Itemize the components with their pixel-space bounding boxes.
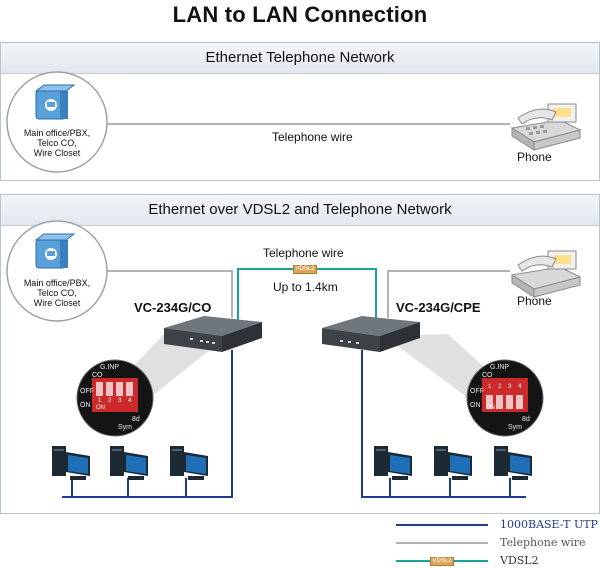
section-header: Ethernet Telephone Network xyxy=(1,43,599,74)
dip-number: 3 xyxy=(508,384,512,390)
dip-off-label: OFF xyxy=(470,388,484,395)
dip-switch-zoom-cpe xyxy=(466,359,544,437)
dip-label: 8d xyxy=(132,416,140,423)
dip-number: 1 xyxy=(98,398,102,404)
vdsl2-line xyxy=(237,268,377,322)
telephone-wire-line xyxy=(387,270,510,318)
phone-icon xyxy=(510,250,582,298)
dip-on-small: ON xyxy=(96,405,105,411)
dip-label: 8d xyxy=(522,416,530,423)
page-title: LAN to LAN Connection xyxy=(172,2,428,27)
pbx-building-icon xyxy=(34,233,76,269)
pc-icon xyxy=(110,446,148,480)
office-label: Main office/PBX, Telco CO, Wire Closet xyxy=(17,278,97,308)
office-label-line: Main office/PBX, xyxy=(23,278,91,288)
dip-label: G.INP xyxy=(100,364,120,371)
dip-on-label: ON xyxy=(470,402,481,409)
distance-label: Up to 1.4km xyxy=(273,280,338,294)
pc-icon xyxy=(374,446,412,480)
office-label: Main office/PBX, Telco CO, Wire Closet xyxy=(17,128,97,158)
vdsl-switch-co xyxy=(164,316,262,352)
phone-icon xyxy=(510,103,582,151)
dip-label: Sym xyxy=(508,424,522,431)
vdsl2-tag: VDSL2 xyxy=(293,265,317,274)
device-label-cpe: VC-234G/CPE xyxy=(396,300,481,315)
dip-number: 4 xyxy=(128,398,132,404)
office-circle xyxy=(6,71,108,173)
office-circle xyxy=(6,220,108,322)
dip-number: 1 xyxy=(488,384,492,390)
dip-on-label: ON xyxy=(80,402,91,409)
ethernet-telephone-network-panel: Ethernet Telephone Network xyxy=(0,42,600,181)
vdsl-switch-cpe xyxy=(322,316,420,352)
dip-number: 2 xyxy=(498,384,502,390)
utp-line-co xyxy=(62,350,233,498)
office-label-line: Wire Closet xyxy=(33,298,81,308)
dip-label: CO xyxy=(92,372,103,379)
section-header: Ethernet over VDSL2 and Telephone Networ… xyxy=(1,195,599,226)
dip-number: 2 xyxy=(108,398,112,404)
office-label-line: Telco CO, xyxy=(37,138,77,148)
pc-icon xyxy=(52,446,90,480)
telephone-wire-label: Telephone wire xyxy=(263,246,344,260)
dip-off-label: OFF xyxy=(80,388,94,395)
office-label-line: Telco CO, xyxy=(37,288,77,298)
phone-label: Phone xyxy=(517,294,552,308)
dip-number: 3 xyxy=(118,398,122,404)
legend-vdsl-label: VDSL2 xyxy=(500,554,539,567)
dip-number: 4 xyxy=(518,384,522,390)
device-label-co: VC-234G/CO xyxy=(134,300,212,315)
telephone-wire-label: Telephone wire xyxy=(272,130,353,144)
legend-tel-label: Telephone wire xyxy=(500,536,586,549)
dip-label: Sym xyxy=(118,424,132,431)
phone-label: Phone xyxy=(517,150,552,164)
pbx-building-icon xyxy=(34,84,76,120)
office-label-line: Wire Closet xyxy=(33,148,81,158)
dip-label: CO xyxy=(482,372,493,379)
dip-switch-zoom-co xyxy=(76,359,154,437)
office-label-line: Main office/PBX, xyxy=(23,128,91,138)
pc-icon xyxy=(494,446,532,480)
legend-vdsl2-tag: VDSL2 xyxy=(430,557,454,566)
dip-on-small: ON xyxy=(486,405,495,411)
utp-line-cpe xyxy=(361,350,526,498)
legend-utp-label: 1000BASE-T UTP xyxy=(500,518,598,531)
pc-icon xyxy=(170,446,208,480)
dip-label: G.INP xyxy=(490,364,510,371)
telephone-wire-line xyxy=(106,270,233,318)
pc-icon xyxy=(434,446,472,480)
